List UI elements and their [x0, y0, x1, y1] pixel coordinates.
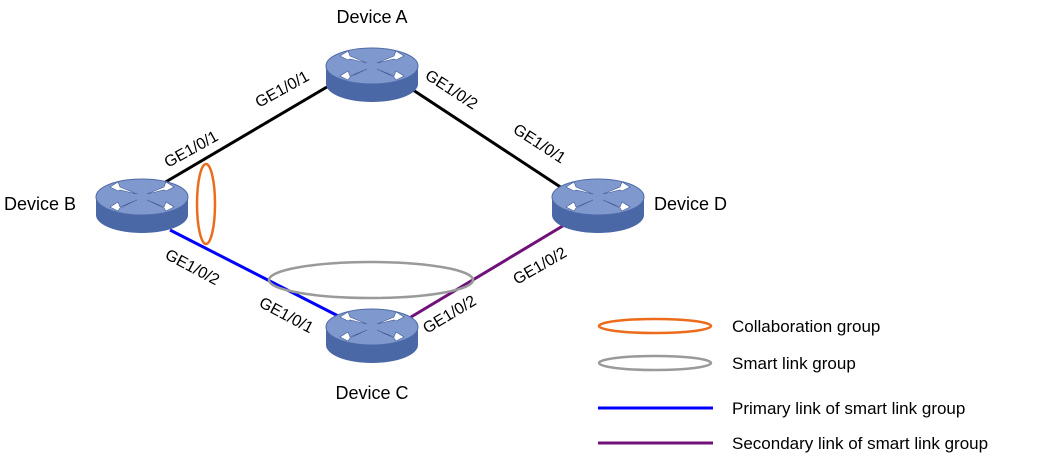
device-c: Device C — [325, 308, 419, 403]
secondary-link-c-d — [405, 222, 567, 322]
router-icon — [325, 308, 419, 364]
port-label-a-right: GE1/0/2 — [422, 67, 481, 113]
router-icon — [95, 178, 189, 234]
port-label-c-right: GE1/0/2 — [420, 293, 479, 338]
router-icon — [551, 178, 645, 234]
legend: Collaboration group Smart link group Pri… — [597, 317, 988, 453]
router-icon — [325, 47, 419, 103]
port-label-a-left: GE1/0/1 — [253, 68, 313, 111]
device-b-label: Device B — [4, 194, 76, 214]
legend-collaboration-label: Collaboration group — [732, 317, 880, 336]
legend-secondary-label: Secondary link of smart link group — [732, 434, 988, 453]
device-b: Device B — [4, 178, 189, 234]
device-c-label: Device C — [335, 383, 408, 403]
link-a-d — [409, 86, 569, 194]
primary-link-b-c — [169, 228, 347, 322]
legend-primary-label: Primary link of smart link group — [732, 399, 965, 418]
legend-smart-link-label: Smart link group — [732, 354, 856, 373]
device-a-label: Device A — [336, 7, 407, 27]
device-d: Device D — [551, 178, 727, 234]
smart-link-group-ring — [267, 260, 475, 300]
legend-smart-link-swatch — [597, 354, 713, 372]
link-a-b — [151, 82, 333, 192]
collaboration-group-ring — [195, 162, 217, 246]
legend-collaboration-swatch — [597, 317, 713, 335]
device-a: Device A — [325, 7, 419, 103]
device-d-label: Device D — [654, 194, 727, 214]
